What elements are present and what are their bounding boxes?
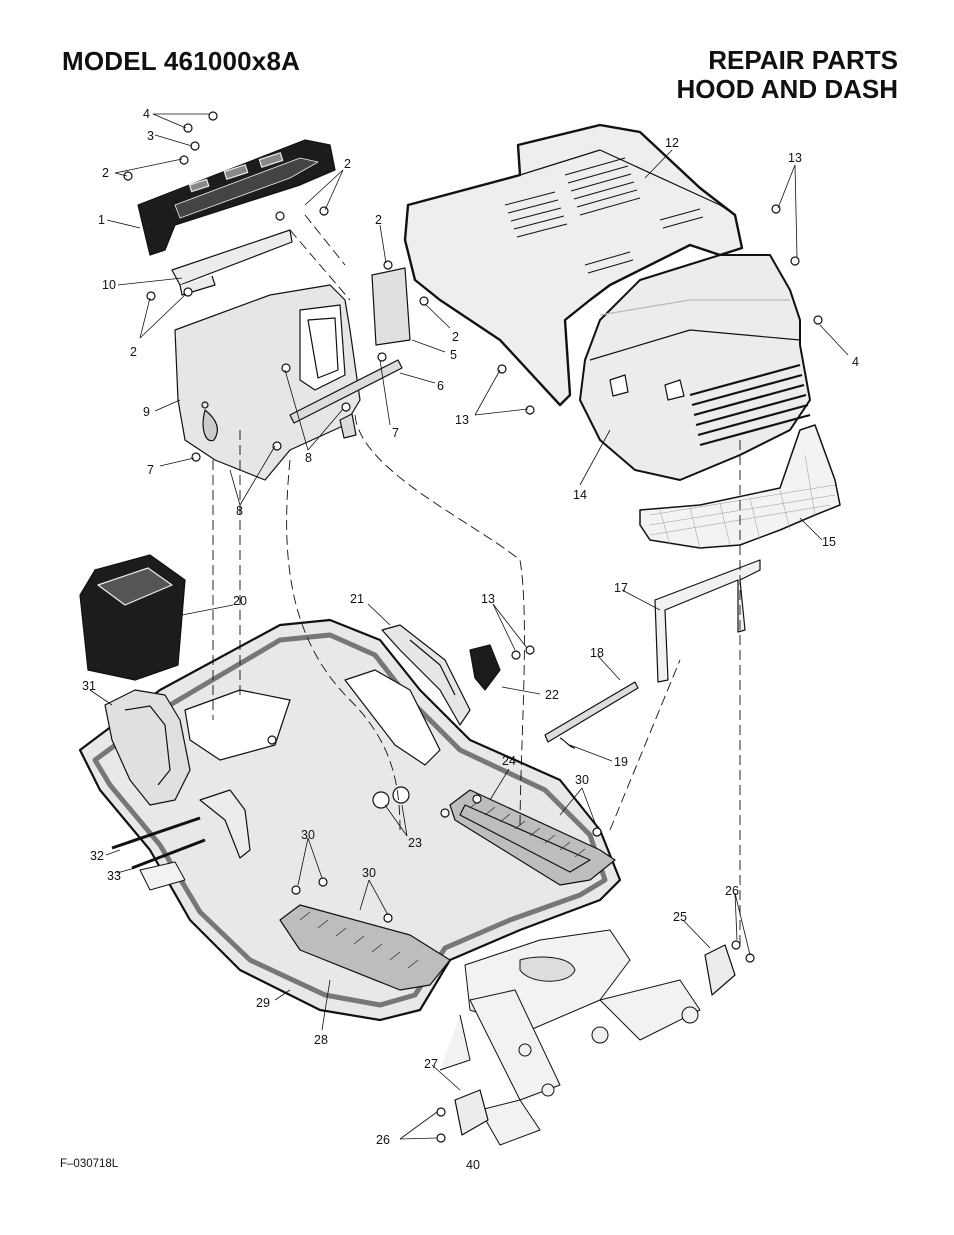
callout-32: 32 [90,849,104,863]
dash-support-part-9 [174,284,361,481]
title-line-hood-and-dash: HOOD AND DASH [676,74,898,104]
callout-17: 17 [614,581,628,595]
chassis-frame [139,861,701,1146]
callout-19: 19 [614,755,628,769]
callout-30b: 30 [301,828,315,842]
callout-7a: 7 [392,426,399,440]
callout-4b: 4 [852,355,859,369]
dash-screws [123,111,429,462]
callout-31: 31 [82,679,96,693]
seat-plate-part-31 [104,689,191,806]
grommets-part-23 [372,786,410,809]
lens-part-15 [639,424,841,549]
plate-part-32 [199,789,251,859]
callout-21: 21 [350,592,364,606]
grille-part-14 [579,254,811,481]
bracket-part-27 [454,1089,489,1136]
page-number: 40 [466,1158,480,1172]
page-title-model: MODEL 461000x8A [62,46,301,76]
callout-22: 22 [545,688,559,702]
callout-3: 3 [147,129,154,143]
callout-23: 23 [408,836,422,850]
callout-24: 24 [502,754,516,768]
callout-26b: 26 [376,1133,390,1147]
callout-9: 9 [143,405,150,419]
callout-leader-lines [89,113,849,1140]
callout-28: 28 [314,1033,328,1047]
callout-2a: 2 [102,166,109,180]
bracket-part-17 [654,559,761,683]
callout-14: 14 [573,488,587,502]
bracket-part-25 [704,944,736,996]
rod-part-18 [544,681,639,743]
callout-20: 20 [233,594,247,608]
bracket-part-22 [469,644,501,691]
callout-12: 12 [665,136,679,150]
callout-1: 1 [98,213,105,227]
callout-8a: 8 [305,451,312,465]
plate-part-21 [381,624,471,726]
footrest-part-28 [279,904,451,991]
hood-part-12 [403,123,744,407]
pin-part-19 [559,737,576,749]
tray-part-20 [79,554,186,681]
grille-slots [689,363,811,447]
callout-30a: 30 [575,773,589,787]
figure-code: F–030718L [60,1158,119,1170]
callout-2c: 2 [375,213,382,227]
bracket-part-10 [171,229,293,296]
hood-vents [504,157,704,274]
callout-13b: 13 [455,413,469,427]
callout-2b: 2 [344,157,351,171]
callout-2e: 2 [452,330,459,344]
callout-2d: 2 [130,345,137,359]
callout-30c: 30 [362,866,376,880]
page-title-section: REPAIR PARTS HOOD AND DASH [677,46,898,104]
callout-15: 15 [822,535,836,549]
title-line-repair-parts: REPAIR PARTS [708,45,898,75]
callout-6: 6 [437,379,444,393]
callout-10: 10 [102,278,116,292]
callout-18: 18 [590,646,604,660]
callout-labels: 4 3 2 1 2 2 10 2 2 5 6 9 7 8 7 8 12 13 4… [82,107,859,1147]
callout-5: 5 [450,348,457,362]
callout-4a: 4 [143,107,150,121]
callout-29: 29 [256,996,270,1010]
dash-panel-part-1 [137,139,336,256]
callout-26a: 26 [725,884,739,898]
rod-part-6 [289,359,403,439]
callout-8b: 8 [236,504,243,518]
callout-7b: 7 [147,463,154,477]
fender-part-29 [78,618,622,1022]
rods-part-32-33 [111,816,206,870]
callout-33: 33 [107,869,121,883]
plate-part-5 [371,267,411,346]
routing-lines [212,214,741,950]
callout-25: 25 [673,910,687,924]
callout-13a: 13 [788,151,802,165]
callout-27: 27 [424,1057,438,1071]
callout-13c: 13 [481,592,495,606]
